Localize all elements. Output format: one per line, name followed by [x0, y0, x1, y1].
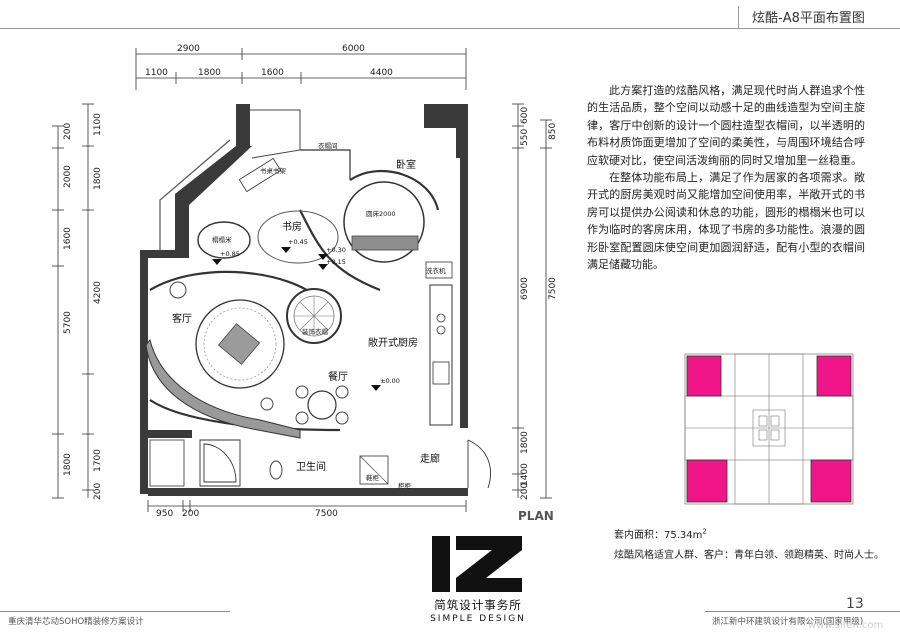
dim-top2-2: 1800 — [198, 68, 221, 78]
dim-top2-3: 1600 — [261, 68, 284, 78]
area-unit-sup: 2 — [702, 527, 707, 536]
tatami — [197, 221, 251, 259]
dim-left-outer-1: 200 — [63, 123, 73, 140]
key-plan-highlight — [686, 355, 722, 397]
watermark: www.sifen.com — [808, 620, 884, 631]
entry-door — [467, 439, 491, 489]
balcony-outline — [250, 109, 301, 159]
dim-right-inner-6: 200 — [520, 483, 530, 500]
key-plan-highlight — [816, 355, 852, 397]
walls — [140, 104, 468, 496]
logo: 简筑设计事务所 SIMPLE DESIGN — [426, 530, 530, 630]
label-shoe: 鞋柜 — [366, 473, 380, 482]
dimension-lines — [52, 48, 552, 512]
room-living: 客厅 — [172, 312, 192, 325]
dim-top-2: 6000 — [342, 44, 365, 54]
study-table — [257, 210, 339, 264]
level-step1: +0.30 — [326, 246, 346, 254]
dim-right-outer-2: 7500 — [548, 277, 558, 300]
level-study: +0.45 — [288, 238, 308, 246]
dim-left-outer-3: 1600 — [63, 227, 73, 250]
living-sofa — [195, 299, 285, 389]
header-rule — [0, 28, 900, 29]
floor-plan: 2900 6000 1100 1800 1600 4400 950 200 75… — [52, 44, 558, 523]
dim-left-outer-5: 1800 — [63, 453, 73, 476]
dim-bottom-1: 950 — [156, 509, 173, 519]
dim-bottom-2: 200 — [182, 509, 199, 519]
page-title: 炫酷-A8平面布置图 — [752, 11, 865, 26]
logo-mark-icon — [432, 536, 522, 592]
label-round-bed: 圆床2000 — [366, 209, 396, 218]
level-step2: +0.15 — [326, 258, 346, 266]
dim-bottom-3: 7500 — [315, 509, 338, 519]
window-outline — [159, 139, 231, 250]
living-curve — [145, 338, 301, 439]
header-tab — [738, 6, 900, 28]
level-marker-icon — [212, 259, 222, 265]
key-plan-highlight — [810, 459, 852, 503]
key-plan-highlight — [686, 459, 728, 503]
dim-right-inner-4: 1800 — [520, 431, 530, 454]
area-value: 75.34m — [664, 530, 703, 541]
dim-left-inner-2: 1800 — [93, 167, 103, 190]
dining-table — [260, 385, 349, 425]
label-closet: 柜柜 — [398, 481, 412, 490]
dim-right-inner-1: 600 — [520, 107, 530, 124]
room-bath: 卫生间 — [296, 460, 326, 473]
dim-left-inner-5: 200 — [93, 483, 103, 500]
level-marker-icon — [281, 247, 291, 253]
dim-right-inner-5: 1400 — [520, 463, 530, 486]
level-marker-icon — [318, 264, 328, 270]
kitchen-counter — [425, 261, 453, 426]
area-info: 套内面积：75.34m2 — [614, 526, 707, 541]
dim-left-outer-4: 5700 — [63, 311, 73, 334]
level-marker-icon — [318, 254, 328, 260]
area-label: 套内面积： — [614, 530, 664, 541]
dim-right-outer-1: 850 — [548, 123, 558, 140]
level-marker-icon — [371, 385, 381, 391]
dim-left-inner-4: 1700 — [93, 449, 103, 472]
label-cloakroom: 衣帽间 — [318, 141, 338, 150]
decorative-cloak — [286, 288, 342, 344]
page-number: 13 — [846, 596, 864, 612]
description-paragraph: 在整体功能布局上，满足了作为居家的各项需求。敞开式的厨房美观时尚又能增加空间使用… — [587, 171, 865, 272]
level-floor: ±0.00 — [380, 377, 400, 385]
room-kitchen: 敞开式厨房 — [368, 336, 418, 349]
description: 此方案打造的炫酷风格，满足现代时尚人群追求个性的生活品质，整个空间以动感十足的曲… — [587, 82, 865, 273]
label-bookshelf: 书桌书架 — [260, 166, 287, 175]
label-washer: 洗衣机 — [426, 266, 446, 275]
room-dining: 餐厅 — [328, 370, 348, 383]
footer-rule — [0, 611, 230, 612]
room-study: 书房 — [282, 220, 302, 233]
corner-plant — [169, 281, 187, 299]
dim-left-outer-2: 2000 — [63, 165, 73, 188]
dim-top2-1: 1100 — [145, 68, 168, 78]
dim-right-inner-3: 6900 — [520, 277, 530, 300]
dim-right-inner-2: 550 — [520, 129, 530, 146]
level-tatami: +0.85 — [220, 250, 240, 258]
logo-name: 简筑设计事务所 — [434, 598, 522, 612]
label-dressing: 装饰衣帽 — [302, 327, 329, 336]
dim-left-inner-3: 4200 — [93, 281, 103, 304]
round-bed — [343, 181, 425, 263]
dim-top2-4: 4400 — [370, 68, 393, 78]
room-corridor: 走廊 — [420, 452, 440, 465]
closet-lines — [300, 149, 351, 180]
dim-top-1: 2900 — [177, 44, 200, 54]
footer-project: 重庆清华芯动SOHO精装修方案设计 — [8, 617, 144, 627]
key-plan — [684, 353, 854, 505]
label-tatami: 榻榻米 — [212, 235, 232, 244]
target-audience: 炫酷风格适宜人群、客户：青年白领、领跑精英、时尚人士。 — [614, 550, 884, 561]
logo-english: SIMPLE DESIGN — [430, 614, 526, 624]
plan-label: PLAN — [518, 509, 554, 523]
footer-company: 浙江新中环建筑设计有限公司(国家甲级) — [712, 617, 864, 627]
bathroom-fixtures — [149, 439, 389, 487]
room-bedroom: 卧室 — [396, 158, 416, 171]
description-paragraph: 此方案打造的炫酷风格，满足现代时尚人群追求个性的生活品质，整个空间以动感十足的曲… — [587, 84, 865, 167]
footer-rule — [705, 611, 900, 612]
dim-left-inner-1: 1100 — [93, 113, 103, 136]
